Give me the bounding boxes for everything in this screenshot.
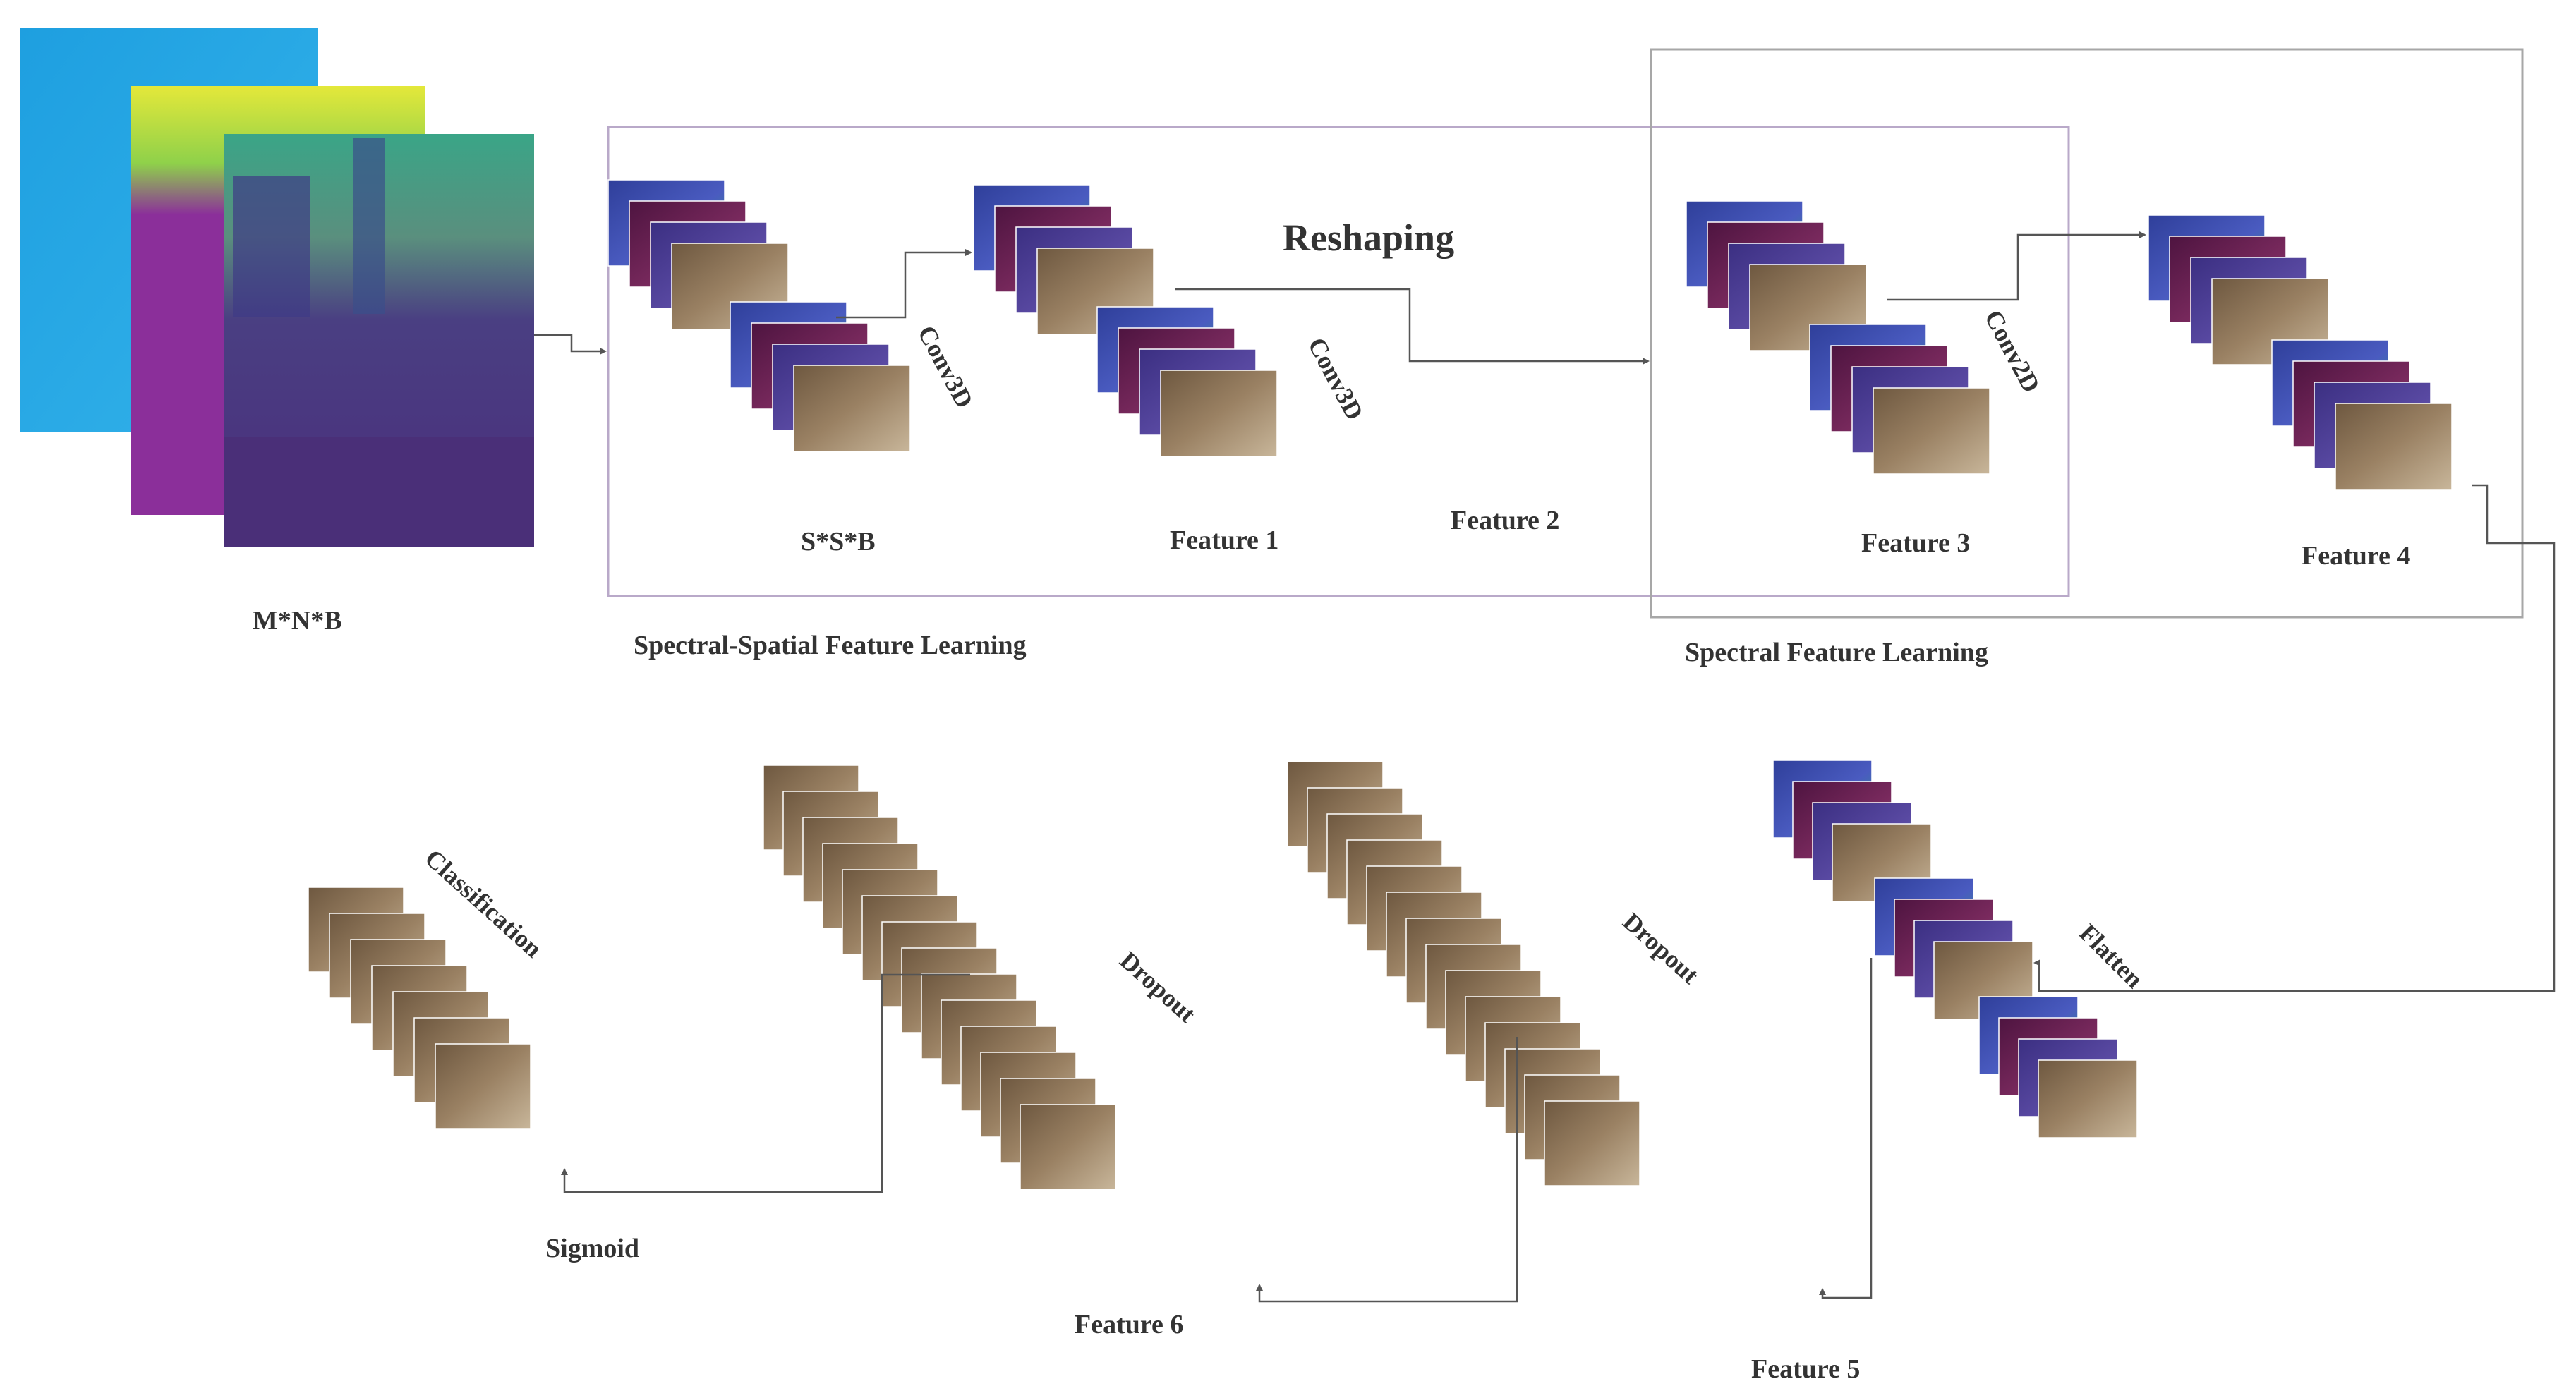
patch-stack-map [793, 365, 911, 452]
spectral-frame [1650, 48, 2524, 619]
patch-dims-label: S*S*B [801, 527, 876, 557]
arrow-conv2d [1887, 231, 2146, 301]
input-scene-building [233, 176, 310, 317]
dropout-b-stack [1287, 761, 1640, 1186]
flatten-label: Flatten [2074, 918, 2148, 993]
conv2d-label: Conv2D [1979, 305, 2045, 397]
feature5-label: Feature 5 [1751, 1354, 1860, 1384]
feature1-label: Feature 1 [1170, 525, 1278, 555]
input-cube [20, 28, 534, 547]
arrow-feature5-to-dropout [1819, 958, 1873, 1299]
feature1-stack-map [1160, 370, 1278, 457]
conv3d-label-a: Conv3D [912, 321, 979, 413]
spectral-spatial-label: Spectral-Spatial Feature Learning [634, 631, 1027, 660]
feature5-stack-map [2038, 1059, 2138, 1138]
feature4-stack [2148, 214, 2453, 490]
spectral-spatial-frame [607, 126, 2070, 597]
input-scene-tower [353, 138, 385, 314]
conv3d-label-b: Conv3D [1302, 333, 1369, 425]
feature4-stack-map [2335, 403, 2453, 490]
arrow-dropout-to-feature6 [1256, 1037, 1518, 1303]
patch-stack [607, 179, 911, 452]
classification-stack-map [435, 1043, 531, 1129]
feature6-label: Feature 6 [1075, 1310, 1183, 1339]
arrow-reshape [1175, 288, 1650, 365]
feature3-stack [1686, 200, 1990, 475]
dropout-label-a: Dropout [1115, 946, 1202, 1028]
feature2-label: Feature 2 [1451, 506, 1559, 535]
reshaping-label: Reshaping [1283, 217, 1454, 259]
sigmoid-label: Sigmoid [545, 1234, 639, 1263]
feature6-stack [763, 765, 1116, 1190]
input-dims-label: M*N*B [253, 606, 342, 636]
dropout-label-b: Dropout [1618, 907, 1705, 989]
arrow-input-to-patch [534, 334, 607, 355]
connectors [534, 231, 2556, 1303]
feature3-label: Feature 3 [1861, 528, 1970, 558]
feature-stacks [308, 179, 2453, 1190]
arrow-conv3d-a [836, 249, 972, 319]
dropout-b-stack-map [1544, 1100, 1640, 1186]
classification-stack [308, 887, 531, 1129]
arrow-flatten [2033, 484, 2556, 992]
input-scene-ground [224, 437, 534, 547]
spectral-label: Spectral Feature Learning [1685, 638, 1988, 667]
feature5-stack [1772, 760, 2138, 1138]
feature3-stack-map [1873, 387, 1990, 475]
feature4-label: Feature 4 [2302, 541, 2410, 571]
feature1-stack [973, 184, 1278, 457]
feature6-stack-map [1020, 1104, 1116, 1190]
arrow-feature6-to-sigmoid [561, 973, 970, 1193]
